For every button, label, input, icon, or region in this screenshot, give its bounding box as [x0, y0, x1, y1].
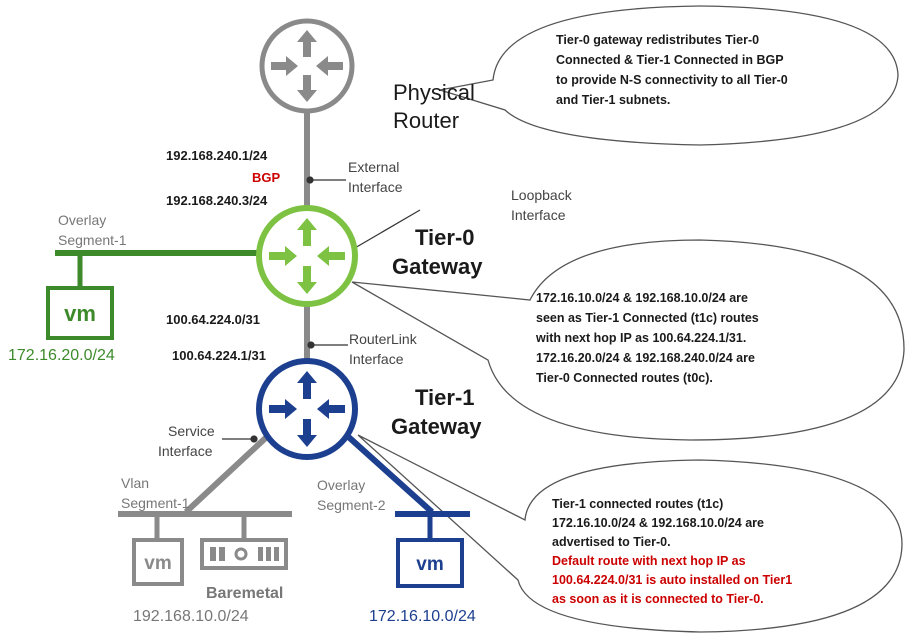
- callout-middle-line: Tier-0 Connected routes (t0c).: [536, 371, 713, 385]
- vlan-segment-1-label: Vlan: [121, 475, 149, 491]
- overlay-segment-2-label: Overlay: [317, 477, 365, 493]
- service-interface-label: Service: [168, 423, 215, 439]
- baremetal-label: Baremetal: [206, 585, 283, 602]
- subnet-172-16-10: 172.16.10.0/24: [369, 608, 476, 625]
- callout-middle-line: seen as Tier-1 Connected (t1c) routes: [536, 311, 759, 325]
- svg-text:RouterLink Interface: RouterLink Interface: [349, 331, 421, 367]
- vlan-uplink: [183, 429, 275, 515]
- ip-100-64-224-0: 100.64.224.0/31: [166, 312, 260, 327]
- callout-bottom-red-line: 100.64.224.0/31 is auto installed on Tie…: [552, 573, 792, 587]
- tier0-gateway-title: Tier-0: [415, 225, 475, 250]
- svg-text:Tier-1 connected routes (t1c): Tier-1 connected routes (t1c) 172.16.10.…: [552, 497, 767, 549]
- svg-text:External Interface: External Interface: [348, 159, 403, 195]
- svg-text:172.16.10.0/24 & 192.168.10.0/: 172.16.10.0/24 & 192.168.10.0/24 are see…: [535, 291, 762, 385]
- router-icon: [259, 18, 355, 114]
- callout-top-line: and Tier-1 subnets.: [556, 93, 670, 107]
- external-interface-label: Interface: [348, 179, 403, 195]
- tier0-gateway-title: Gateway: [392, 254, 483, 279]
- svg-text:Overlay Segment-2: Overlay Segment-2: [317, 477, 386, 513]
- service-interface-label: Interface: [158, 443, 213, 459]
- tier1-router-icon: [256, 358, 358, 460]
- loopback-interface-pointer: [344, 209, 421, 256]
- svg-text:Tier-0 gateway redistributes T: Tier-0 gateway redistributes Tier-0 Conn…: [556, 33, 791, 107]
- ip-192-168-240-3: 192.168.240.3/24: [166, 193, 268, 208]
- routerlink-interface-label: Interface: [349, 351, 404, 367]
- physical-router-title: Router: [393, 108, 459, 133]
- tier1-gateway-title: Tier-1: [415, 385, 475, 410]
- ip-100-64-224-1: 100.64.224.1/31: [172, 348, 266, 363]
- svg-text:Physical Router: Physical Router: [393, 80, 481, 133]
- svg-text:Service Interface: Service Interface: [158, 423, 219, 459]
- overlay-segment-2-uplink: [340, 429, 435, 515]
- vm-icon: vm: [396, 538, 464, 588]
- vm-icon: vm: [132, 538, 184, 586]
- callout-bottom-red-line: Default route with next hop IP as: [552, 554, 746, 568]
- subnet-192-168-10: 192.168.10.0/24: [133, 608, 249, 625]
- physical-router-title: Physical: [393, 80, 475, 105]
- callout-middle-line: 172.16.10.0/24 & 192.168.10.0/24 are: [536, 291, 748, 305]
- svg-text:Tier-1 Gateway: Tier-1 Gateway: [391, 385, 482, 439]
- external-interface-label: External: [348, 159, 399, 175]
- vm-icon: vm: [46, 286, 114, 340]
- callout-middle-line: 172.16.20.0/24 & 192.168.240.0/24 are: [536, 351, 755, 365]
- callout-middle-line: with next hop IP as 100.64.224.1/31.: [535, 331, 746, 345]
- callout-top: Tier-0 gateway redistributes Tier-0 Conn…: [439, 5, 899, 146]
- svg-text:Loopback Interface: Loopback Interface: [511, 187, 576, 223]
- svg-text:Tier-0 Gateway: Tier-0 Gateway: [392, 225, 483, 279]
- callout-top-line: Tier-0 gateway redistributes Tier-0: [556, 33, 759, 47]
- overlay-segment-1-label: Segment-1: [58, 232, 127, 248]
- subnet-172-16-20: 172.16.20.0/24: [8, 347, 115, 364]
- callout-bottom: Tier-1 connected routes (t1c) 172.16.10.…: [357, 434, 903, 633]
- tier0-router-icon: [256, 205, 358, 307]
- svg-text:Vlan Segment-1: Vlan Segment-1: [121, 475, 190, 511]
- callout-top-line: Connected & Tier-1 Connected in BGP: [556, 53, 783, 67]
- callout-bottom-line: Tier-1 connected routes (t1c): [552, 497, 723, 511]
- overlay-segment-1-label: Overlay: [58, 212, 106, 228]
- routerlink-interface-label: RouterLink: [349, 331, 418, 347]
- loopback-interface-label: Interface: [511, 207, 566, 223]
- vm-label: vm: [144, 553, 171, 574]
- callout-bottom-red-line: as soon as it is connected to Tier-0.: [552, 592, 764, 606]
- svg-text:Default route with next hop IP: Default route with next hop IP as 100.64…: [552, 554, 796, 606]
- callout-bottom-line: advertised to Tier-0.: [552, 535, 671, 549]
- vlan-segment-1-label: Segment-1: [121, 495, 190, 511]
- tier1-gateway-title: Gateway: [391, 414, 482, 439]
- ip-192-168-240-1: 192.168.240.1/24: [166, 148, 268, 163]
- baremetal-icon: [200, 538, 288, 570]
- svg-text:Overlay Segment-1: Overlay Segment-1: [58, 212, 127, 248]
- callout-middle: 172.16.10.0/24 & 192.168.10.0/24 are see…: [351, 239, 905, 441]
- overlay-segment-2-label: Segment-2: [317, 497, 386, 513]
- vm-label: vm: [64, 301, 96, 326]
- loopback-interface-label: Loopback: [511, 187, 573, 203]
- callout-top-line: to provide N-S connectivity to all Tier-…: [556, 73, 788, 87]
- bgp-label: BGP: [252, 170, 281, 185]
- vm-label: vm: [416, 554, 443, 575]
- callout-bottom-line: 172.16.10.0/24 & 192.168.10.0/24 are: [552, 516, 764, 530]
